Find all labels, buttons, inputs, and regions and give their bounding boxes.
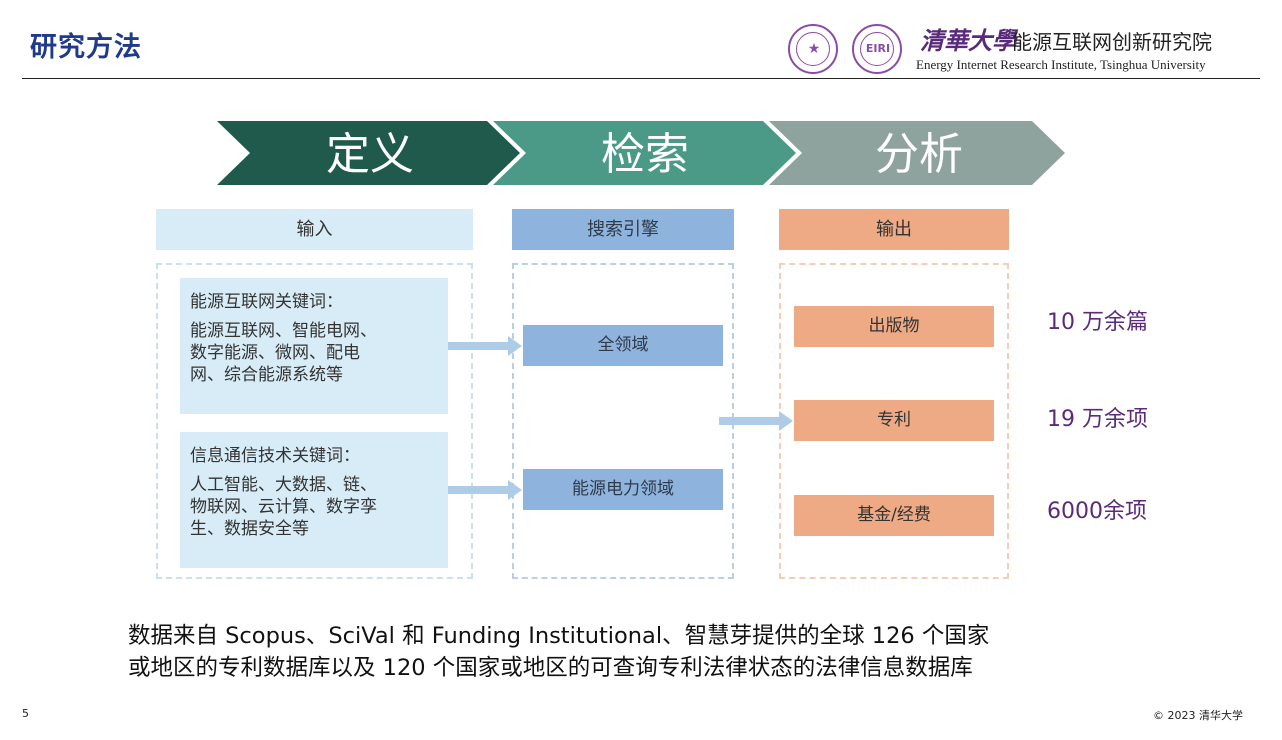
patents-count: 19 万余项 [1047,407,1148,432]
ict-keywords-box: 信息通信技术关键词： 人工智能、大数据、链、 物联网、云计算、数字孪 生、数据安… [180,432,448,568]
keyword-line: 物联网、云计算、数字孪 [190,497,377,517]
stage-analyze-chevron [769,121,1065,185]
keyword-box-title: 信息通信技术关键词： [190,446,360,466]
energy-internet-keywords-box: 能源互联网关键词： 能源互联网、智能电网、 数字能源、微网、配电 网、综合能源系… [180,278,448,414]
source-note-line: 或地区的专利数据库以及 120 个国家或地区的可查询专利法律状态的法律信息数据库 [128,655,973,681]
stage-define-label: 定义 [326,129,414,180]
page-title: 研究方法 [30,32,142,63]
eiri-seal-icon: EIRI [852,24,902,74]
tsinghua-seal-icon: ★ [788,24,838,74]
institute-name-cn: 能源互联网创新研究院 [1012,30,1212,54]
stage-define-chevron [217,121,520,185]
keyword-line: 数字能源、微网、配电 [190,343,360,363]
column-header-output: 输出 [779,209,1009,250]
stage-analyze-label: 分析 [875,129,963,180]
input-group-frame [156,263,473,579]
column-header-input: 输入 [156,209,473,250]
keyword-line: 人工智能、大数据、链、 [190,475,377,495]
arrow-right-icon [448,336,522,356]
copyright-notice: © 2023 清华大学 [1153,709,1243,722]
arrow-right-icon [719,411,793,431]
output-patents-box: 专利 [794,400,994,441]
source-note-line: 数据来自 Scopus、SciVal 和 Funding Institution… [128,623,990,649]
institute-name-en: Energy Internet Research Institute, Tsin… [916,57,1206,72]
keyword-box-title: 能源互联网关键词： [190,292,343,312]
header-divider [22,78,1260,79]
publications-count: 10 万余篇 [1047,310,1148,335]
tsinghua-calligraphy-logo: 清華大學 [920,26,1016,55]
keyword-line: 能源互联网、智能电网、 [190,321,377,341]
engine-all-domains-box: 全领域 [523,325,723,366]
column-header-engine: 搜索引擎 [512,209,734,250]
engine-energy-power-box: 能源电力领域 [523,469,723,510]
stage-retrieve-label: 检索 [601,129,689,180]
data-source-note: 数据来自 Scopus、SciVal 和 Funding Institution… [128,620,1158,684]
output-publications-box: 出版物 [794,306,994,347]
output-funding-box: 基金/经费 [794,495,994,536]
funding-count: 6000余项 [1047,499,1147,524]
arrow-right-icon [448,480,522,500]
keyword-line: 生、数据安全等 [190,519,309,539]
page-number: 5 [22,707,29,720]
keyword-line: 网、综合能源系统等 [190,365,343,385]
stage-retrieve-chevron [493,121,796,185]
